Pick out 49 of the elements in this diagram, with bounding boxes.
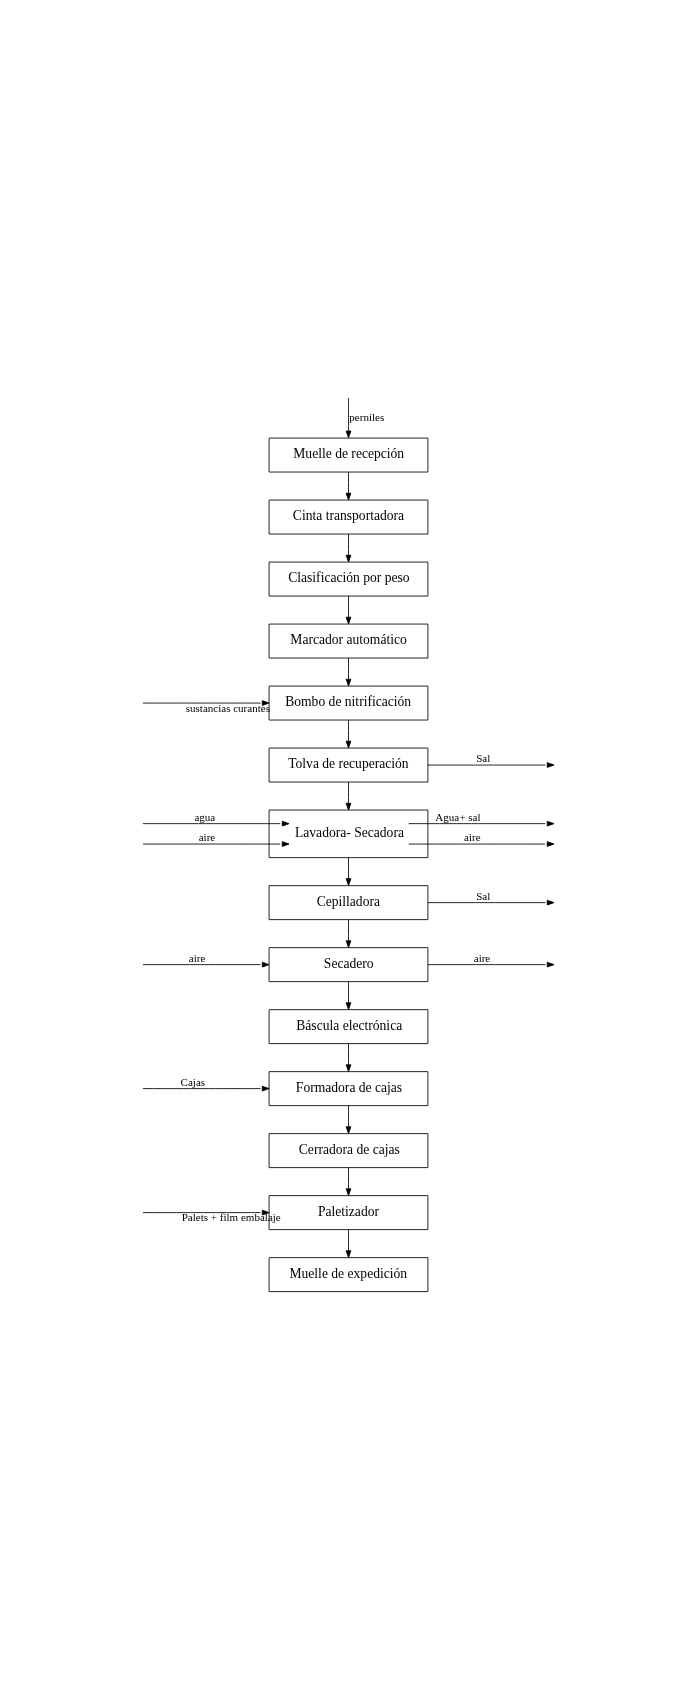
node-box: Muelle de recepción — [268, 437, 429, 473]
arrow — [345, 1043, 352, 1072]
arrow — [345, 781, 352, 811]
edge-label: aire — [473, 951, 491, 964]
arrow — [345, 981, 352, 1010]
edge-label: Sal — [476, 751, 491, 764]
edge-label: aire — [464, 830, 481, 843]
arrow — [408, 841, 555, 847]
arrow — [427, 961, 555, 968]
node-box: Cepilladora — [268, 885, 429, 921]
node-box: Secadero — [268, 947, 429, 983]
node-box: Cerradora de cajas — [268, 1133, 429, 1169]
node-box: Muelle de expedición — [268, 1257, 429, 1293]
edge-label: aire — [188, 951, 206, 964]
arrow — [345, 657, 352, 687]
arrow — [345, 398, 352, 439]
arrow — [345, 919, 352, 948]
arrow — [408, 820, 555, 827]
node-box: Tolva de recuperación — [268, 747, 429, 783]
node-box: Marcador automático — [268, 623, 429, 659]
edge-label: perniles — [349, 411, 385, 424]
edge-label: sustancias curantes — [185, 701, 270, 714]
arrow — [345, 857, 352, 886]
node-box: Lavadora- Secadora — [268, 809, 429, 859]
edge-label: agua — [194, 810, 216, 823]
node-box: Formadora de cajas — [268, 1071, 429, 1107]
edge-label: Cajas — [180, 1075, 206, 1088]
edge-label: Sal — [476, 889, 491, 902]
node-box: Cinta transportadora — [268, 499, 429, 535]
edge-label: aire — [198, 830, 216, 843]
arrow — [142, 820, 290, 827]
arrow — [345, 1229, 352, 1258]
arrow — [142, 841, 290, 847]
edge-label: Palets + film embalaje — [181, 1211, 281, 1224]
arrow — [345, 595, 352, 625]
arrow — [345, 471, 352, 501]
arrow — [427, 762, 555, 768]
arrow — [142, 1085, 270, 1092]
arrow — [142, 1209, 270, 1216]
edge-label: Agua+ sal — [435, 810, 481, 823]
node-box: Báscula electrónica — [268, 1009, 429, 1045]
arrow — [345, 719, 352, 749]
arrow — [427, 899, 555, 906]
arrow — [345, 533, 352, 563]
arrow — [142, 700, 270, 706]
arrow — [345, 1167, 352, 1196]
arrow — [345, 1105, 352, 1134]
node-box: Clasificación por peso — [268, 561, 429, 597]
arrow — [142, 961, 270, 968]
